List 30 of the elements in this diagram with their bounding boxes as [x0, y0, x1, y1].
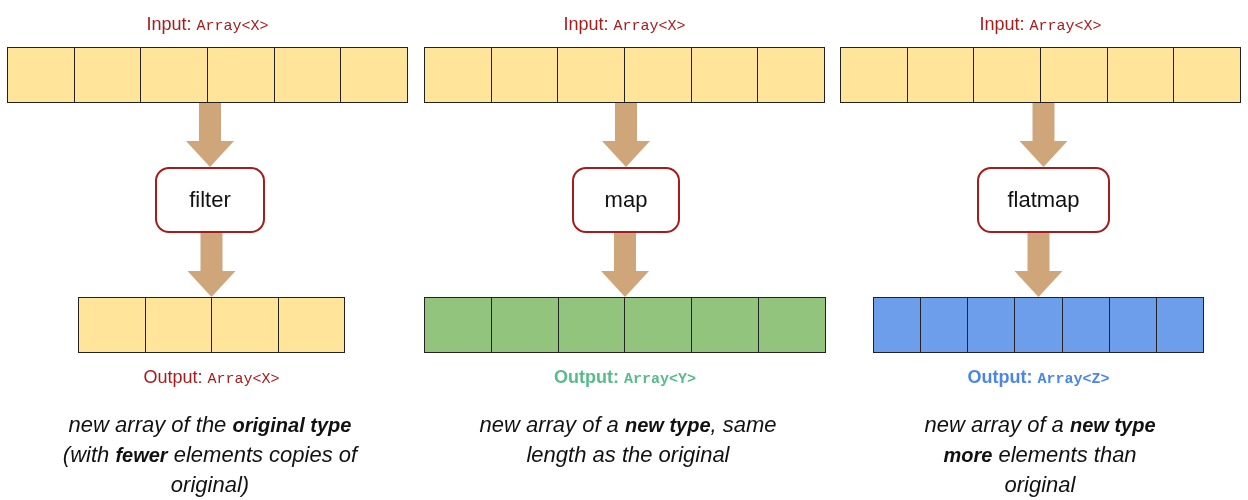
- process-box: flatmap: [977, 167, 1110, 233]
- type-name: Array<Y>: [624, 371, 696, 388]
- arrow: [1014, 233, 1063, 297]
- caption-label: Output:: [554, 367, 619, 387]
- caption-label: Output:: [143, 367, 203, 387]
- description-text: new array of a new type, same length as the original: [478, 411, 778, 469]
- process-box: filter: [155, 167, 265, 233]
- description-text: new array of the original type (with fewer elements copies of original): [61, 411, 360, 499]
- array-bar: [7, 47, 408, 103]
- array-bar: [424, 297, 826, 353]
- type-name: Array<X>: [196, 18, 269, 35]
- process-box: map: [572, 167, 680, 233]
- type-name: Array<X>: [1029, 18, 1102, 35]
- arrow: [187, 233, 236, 297]
- arrow: [601, 233, 649, 297]
- arrow: [186, 103, 234, 167]
- type-name: Array<Z>: [1037, 371, 1110, 388]
- array-bar: [424, 47, 825, 103]
- caption-label: Input:: [146, 14, 192, 34]
- arrow: [602, 103, 650, 167]
- type-name: Array<X>: [207, 371, 280, 388]
- array-bar: [873, 297, 1204, 353]
- caption-label: Input:: [563, 14, 609, 34]
- type-name: Array<X>: [613, 18, 686, 35]
- caption-label: Input:: [979, 14, 1025, 34]
- caption-label: Output:: [967, 367, 1033, 387]
- description-text: new array of a new type more elements than original: [923, 411, 1157, 499]
- arrow: [1019, 103, 1068, 167]
- array-bar: [840, 47, 1241, 103]
- array-bar: [78, 297, 345, 353]
